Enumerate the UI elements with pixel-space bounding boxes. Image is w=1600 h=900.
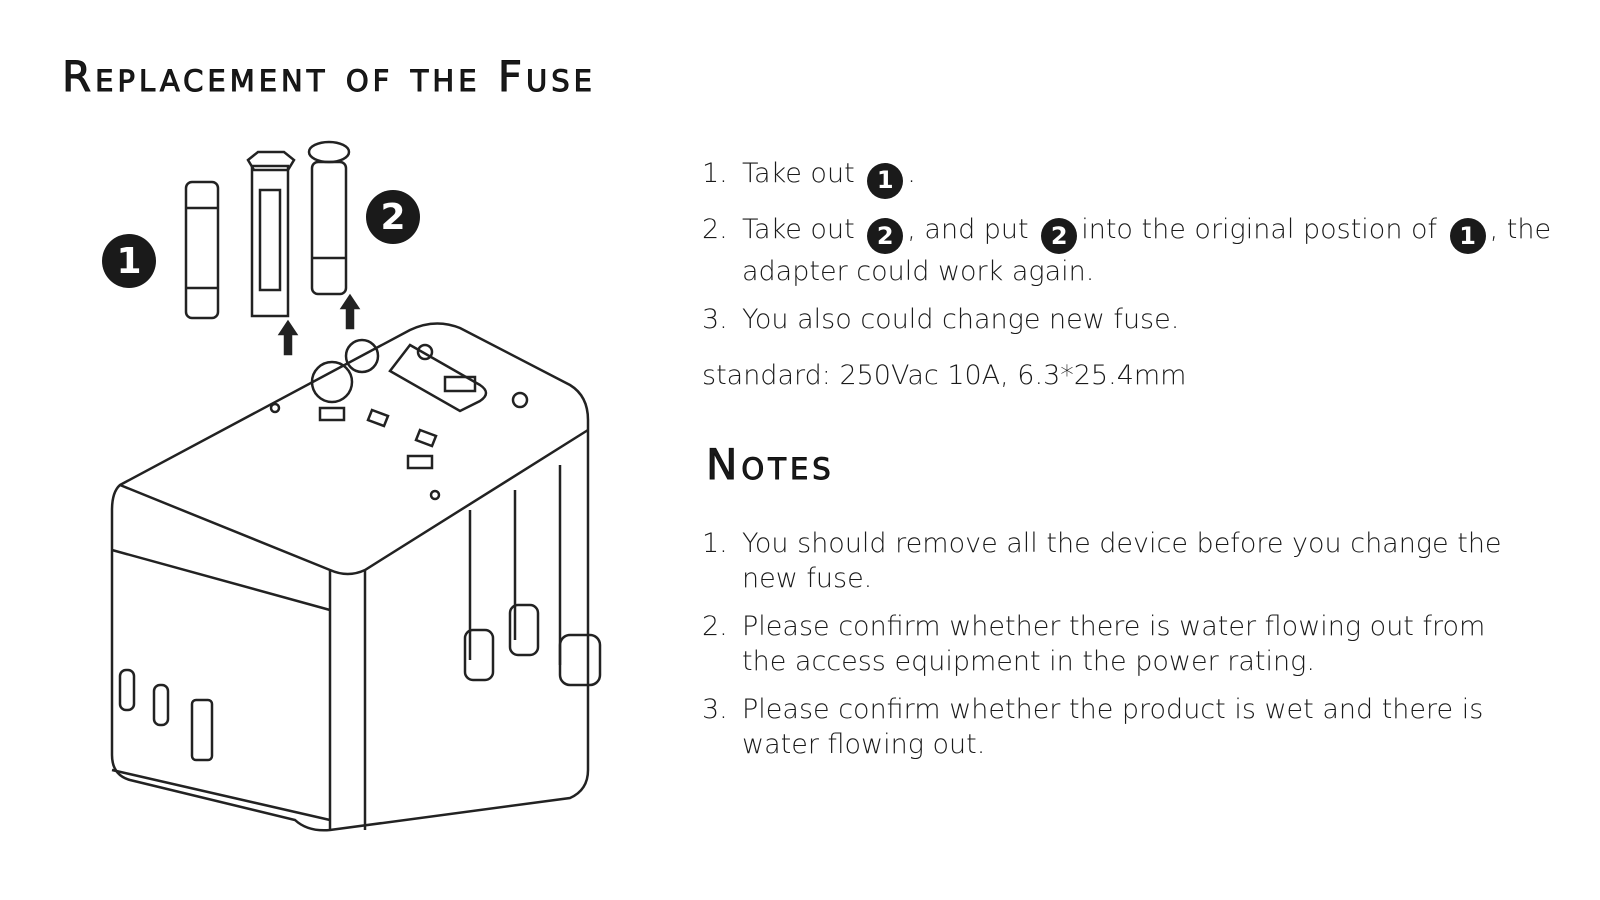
note-2: 2. Please confirm whether there is water … <box>702 609 1522 679</box>
badge-1: 1 <box>1449 218 1486 254</box>
step-text: Take out <box>742 158 855 189</box>
callout-badge-1: 1 <box>102 234 156 288</box>
badge-2: 2 <box>867 218 904 254</box>
fuse-icon <box>184 180 220 320</box>
fuse-holder-icon <box>246 150 296 318</box>
badge-1: 1 <box>867 162 904 199</box>
step-text: into the original postion of <box>1081 213 1438 245</box>
page-title: Replacement of the Fuse <box>62 52 596 102</box>
note-text: Please confirm whether the product is we… <box>742 694 1484 760</box>
step-number: 2. <box>702 213 728 245</box>
note-1: 1. You should remove all the device befor… <box>702 526 1522 596</box>
notes-list: 1. You should remove all the device befor… <box>702 526 1522 775</box>
notes-title: Notes <box>706 440 835 490</box>
step-number: 1. <box>702 158 728 189</box>
step-text: , the adapter could work again. <box>742 213 1552 288</box>
note-text: Please confirm whether there is water fl… <box>742 611 1486 677</box>
note-number: 2. <box>702 611 728 642</box>
note-number: 3. <box>702 694 728 725</box>
step-text: . <box>907 158 916 189</box>
note-text: You should remove all the device before … <box>742 528 1502 594</box>
step-text: Take out <box>742 213 855 245</box>
step-1: 1. Take out 1. <box>702 156 1562 199</box>
adapter-icon <box>110 322 602 832</box>
badge-2: 2 <box>1041 218 1078 254</box>
step-text: , and put <box>907 213 1029 245</box>
step-3: 3. You also could change new fuse. <box>702 302 1562 337</box>
arrow-up-icon <box>277 293 361 356</box>
step-text: You also could change new fuse. <box>742 304 1180 335</box>
step-number: 3. <box>702 304 728 335</box>
adapter-fuse-illustration: 1 2 <box>90 130 630 854</box>
note-number: 1. <box>702 528 728 559</box>
fuse-standard: standard: 250Vac 10A, 6.3*25.4mm <box>702 360 1187 391</box>
note-3: 3. Please confirm whether the product is … <box>702 692 1522 762</box>
spare-fuse-icon <box>307 140 351 296</box>
callout-badge-2: 2 <box>366 190 420 244</box>
